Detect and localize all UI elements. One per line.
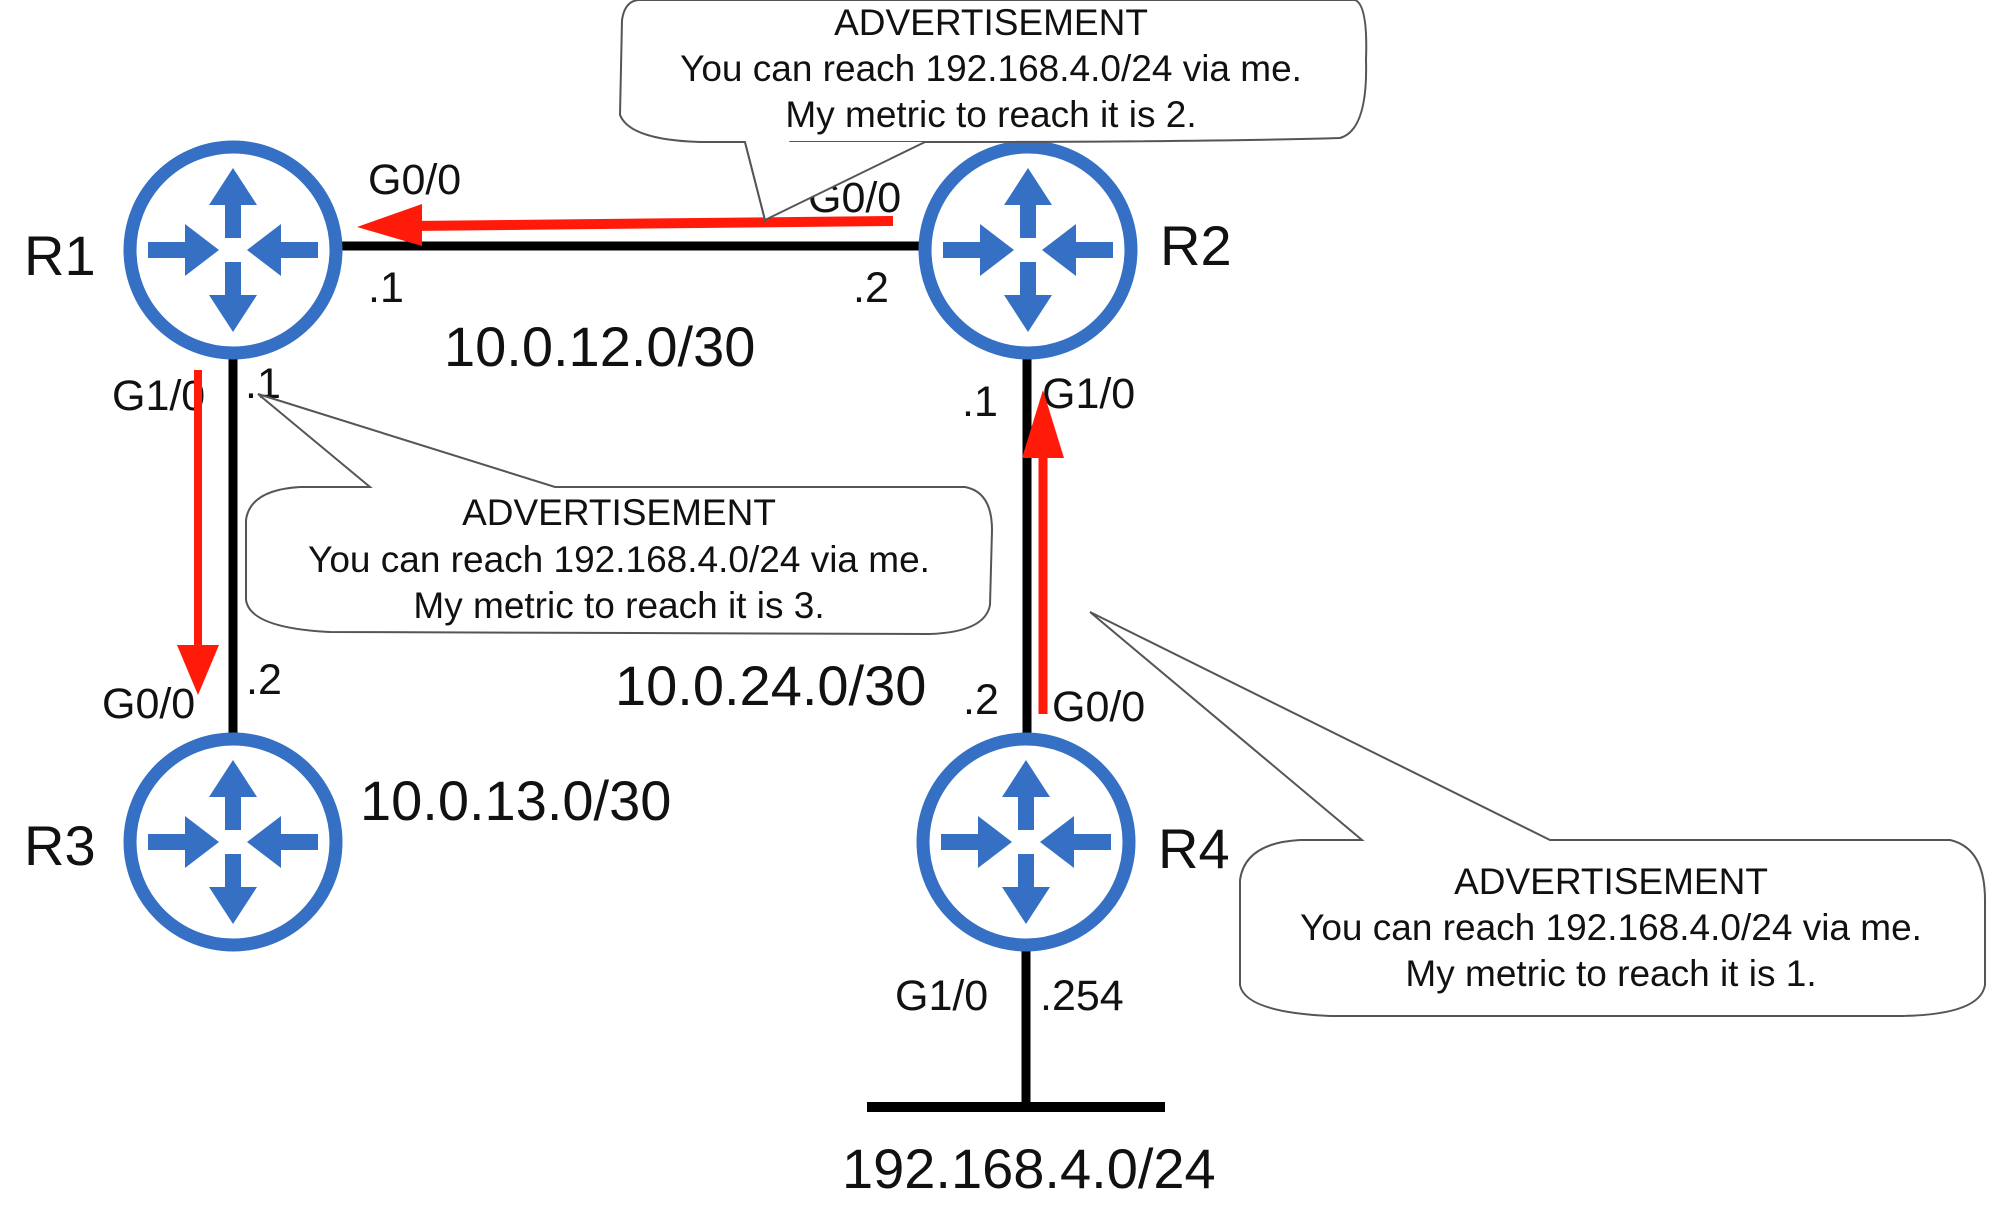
callout-title: ADVERTISEMENT bbox=[834, 2, 1148, 43]
router-label-r3: R3 bbox=[24, 814, 96, 877]
router-icon-r3[interactable] bbox=[130, 739, 336, 945]
advertisement-callout-r4: ADVERTISEMENT You can reach 192.168.4.0/… bbox=[1089, 611, 1986, 1017]
callout-title: ADVERTISEMENT bbox=[1454, 861, 1768, 902]
callout-title: ADVERTISEMENT bbox=[462, 492, 776, 533]
subnet-label-r2-r4: 10.0.24.0/30 bbox=[615, 654, 926, 717]
r2-g10-ip-label: .1 bbox=[962, 378, 998, 426]
subnet-label-r1-r3: 10.0.13.0/30 bbox=[360, 769, 671, 832]
r4-g10-label: G1/0 bbox=[895, 972, 988, 1020]
subnet-label-r1-r2: 10.0.12.0/30 bbox=[444, 315, 755, 378]
r4-g00-label: G0/0 bbox=[1052, 683, 1145, 731]
r4-g00-ip-label: .2 bbox=[963, 676, 999, 724]
callout-line1: You can reach 192.168.4.0/24 via me. bbox=[1300, 907, 1922, 948]
callout-line1: You can reach 192.168.4.0/24 via me. bbox=[680, 48, 1302, 89]
callout-line2: My metric to reach it is 2. bbox=[785, 94, 1196, 135]
advertisement-callout-r2: ADVERTISEMENT You can reach 192.168.4.0/… bbox=[618, 0, 1368, 224]
callout-line2: My metric to reach it is 1. bbox=[1405, 953, 1816, 994]
router-icon-r2[interactable] bbox=[925, 147, 1131, 353]
router-icon-r4[interactable] bbox=[923, 739, 1129, 945]
r2-g10-label: G1/0 bbox=[1042, 370, 1135, 418]
advertisement-arrows bbox=[177, 204, 1064, 714]
arrow-r4-to-r2-head bbox=[1022, 390, 1064, 458]
router-label-r4: R4 bbox=[1158, 817, 1230, 880]
links bbox=[228, 241, 1165, 1112]
r3-g00-label: G0/0 bbox=[102, 680, 195, 728]
arrow-r2-to-r1 bbox=[409, 216, 894, 231]
r1-g00-label: G0/0 bbox=[368, 156, 461, 204]
r3-ip-label: .2 bbox=[246, 656, 282, 704]
callout-line1: You can reach 192.168.4.0/24 via me. bbox=[308, 539, 930, 580]
callout-line2: My metric to reach it is 3. bbox=[413, 585, 824, 626]
lan-subnet-label: 192.168.4.0/24 bbox=[842, 1137, 1216, 1200]
arrow-r1-to-r3-head bbox=[177, 645, 219, 695]
router-icon-r1[interactable] bbox=[130, 147, 336, 353]
r4-g10-ip-label: .254 bbox=[1040, 972, 1124, 1020]
arrow-r2-to-r1-head bbox=[357, 204, 422, 246]
router-label-r2: R2 bbox=[1160, 214, 1232, 277]
r1-g10-label: G1/0 bbox=[112, 372, 205, 420]
r2-ip-label: .2 bbox=[853, 264, 889, 312]
r1-ip-label: .1 bbox=[368, 264, 404, 312]
advertisement-callout-r1: ADVERTISEMENT You can reach 192.168.4.0/… bbox=[245, 393, 994, 636]
router-label-r1: R1 bbox=[24, 224, 96, 287]
